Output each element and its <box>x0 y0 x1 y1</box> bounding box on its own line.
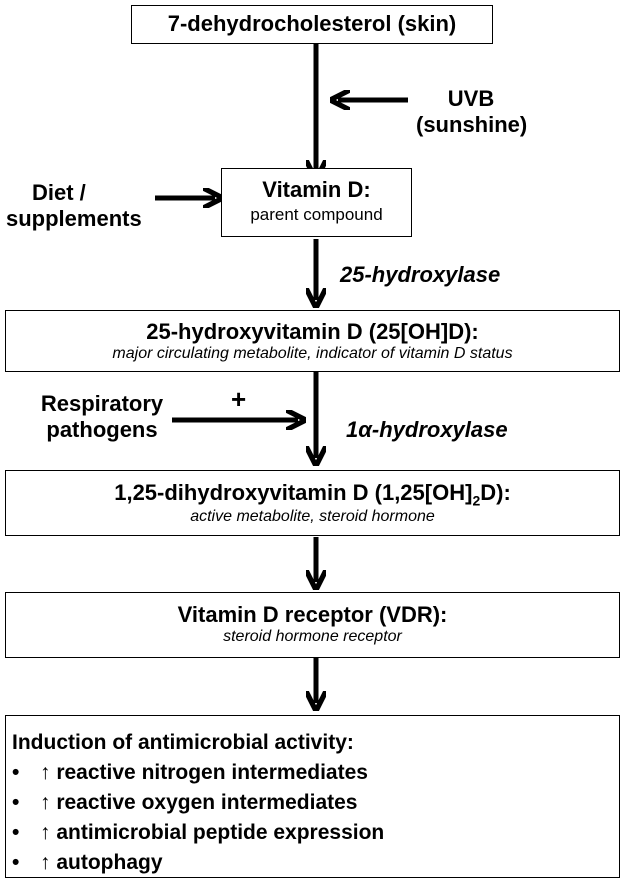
node-vitamin-d-title: Vitamin D: <box>262 177 371 202</box>
node-calcidiol-subtitle: major circulating metabolite, indicator … <box>112 345 513 362</box>
node-induction: Induction of antimicrobial activity: • ↑ … <box>5 715 620 878</box>
node-vdr-title: Vitamin D receptor (VDR): <box>177 602 448 627</box>
enzyme-25-hydroxylase: 25-hydroxylase <box>340 262 501 287</box>
node-calcitriol: 1,25-dihydroxyvitamin D (1,25[OH]2D): ac… <box>5 470 620 536</box>
node-calcitriol-title: 1,25-dihydroxyvitamin D (1,25[OH]2D): <box>6 480 619 508</box>
node-skin-title: 7-dehydrocholesterol (skin) <box>167 11 457 36</box>
input-pathogens-line1: Respiratory <box>40 391 164 416</box>
bullet-glyph: • <box>12 821 20 844</box>
calcitriol-title-subscript: 2 <box>472 492 481 509</box>
input-uvb-line1: UVB <box>447 86 495 111</box>
node-induction-title: Induction of antimicrobial activity: <box>12 731 354 754</box>
node-calcidiol-title: 25-hydroxyvitamin D (25[OH]D): <box>146 319 479 344</box>
input-uvb-line2: (sunshine) <box>416 112 528 137</box>
list-item: • ↑ reactive oxygen intermediates <box>12 788 619 818</box>
bullet-glyph: • <box>12 791 20 814</box>
list-item: • ↑ reactive nitrogen intermediates <box>12 758 619 788</box>
input-pathogens-line2: pathogens <box>46 417 158 442</box>
input-diet-line1: Diet / <box>32 180 86 205</box>
input-diet-line2: supplements <box>6 206 142 231</box>
bullet-glyph: • <box>12 761 20 784</box>
list-item-text: ↑ reactive nitrogen intermediates <box>40 761 368 784</box>
node-skin: 7-dehydrocholesterol (skin) <box>131 5 493 44</box>
node-vitamin-d: Vitamin D: parent compound <box>221 168 412 237</box>
node-calcitriol-subtitle: active metabolite, steroid hormone <box>190 508 435 526</box>
node-vitamin-d-subtitle: parent compound <box>250 205 383 224</box>
list-item: • ↑ antimicrobial peptide expression <box>12 818 619 848</box>
induction-list: • ↑ reactive nitrogen intermediates • ↑ re… <box>12 758 619 878</box>
input-pathogens: Respiratory pathogens <box>22 391 182 443</box>
bullet-glyph: • <box>12 851 20 874</box>
calcitriol-title-prefix: 1,25-dihydroxyvitamin D (1,25[OH] <box>114 480 473 505</box>
node-calcidiol: 25-hydroxyvitamin D (25[OH]D): major cir… <box>5 310 620 372</box>
list-item-text: ↑ antimicrobial peptide expression <box>40 821 385 844</box>
input-uvb: UVB (sunshine) <box>416 86 528 138</box>
list-item-text: ↑ autophagy <box>40 851 163 874</box>
list-item-text: ↑ reactive oxygen intermediates <box>40 791 358 814</box>
list-item: • ↑ autophagy <box>12 848 619 878</box>
pathogens-plus-sign: + <box>231 384 247 414</box>
input-diet: Diet / supplements <box>6 180 176 232</box>
enzyme-1a-hydroxylase: 1α-hydroxylase <box>346 417 508 442</box>
node-vdr: Vitamin D receptor (VDR): steroid hormon… <box>5 592 620 658</box>
node-vdr-subtitle: steroid hormone receptor <box>223 628 402 645</box>
calcitriol-title-suffix: D): <box>480 480 511 505</box>
